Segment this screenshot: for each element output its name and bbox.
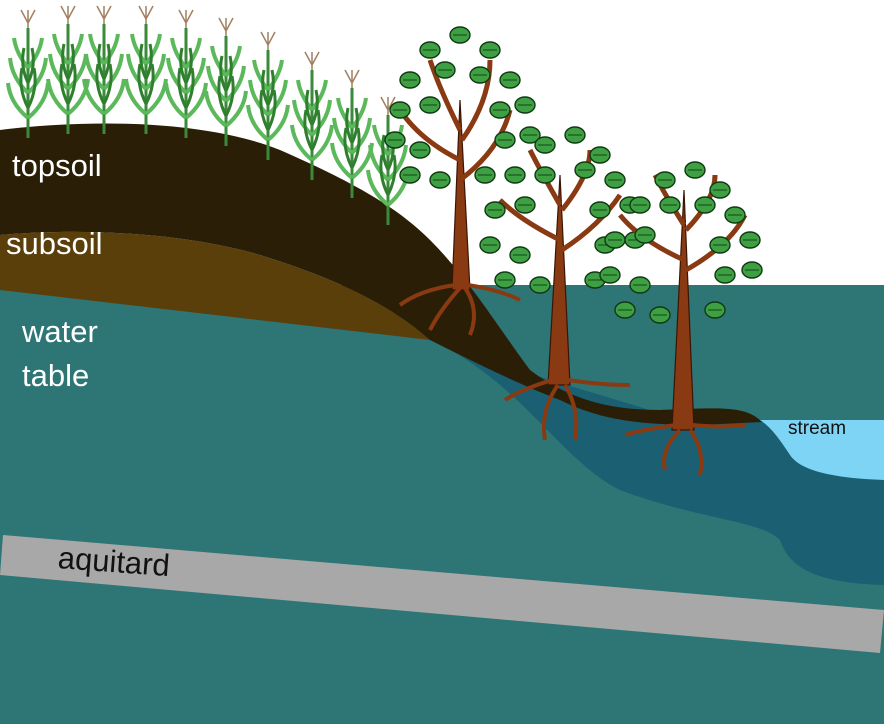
deciduous-tree-icon	[479, 126, 646, 441]
subsoil-layer	[0, 231, 430, 340]
deciduous-tree-icon	[599, 161, 763, 476]
water-table-label-line2: table	[22, 358, 90, 393]
stream-channel	[760, 420, 884, 480]
stream-label: stream	[788, 418, 847, 439]
aquitard-band	[0, 535, 884, 653]
saturated-zone	[430, 340, 884, 585]
subsoil-label: subsoil	[6, 226, 103, 261]
water-table-label-line1: water	[22, 314, 98, 349]
topsoil-layer	[0, 123, 762, 426]
deciduous-tree-icon	[384, 26, 541, 336]
topsoil-label: topsoil	[12, 148, 102, 183]
